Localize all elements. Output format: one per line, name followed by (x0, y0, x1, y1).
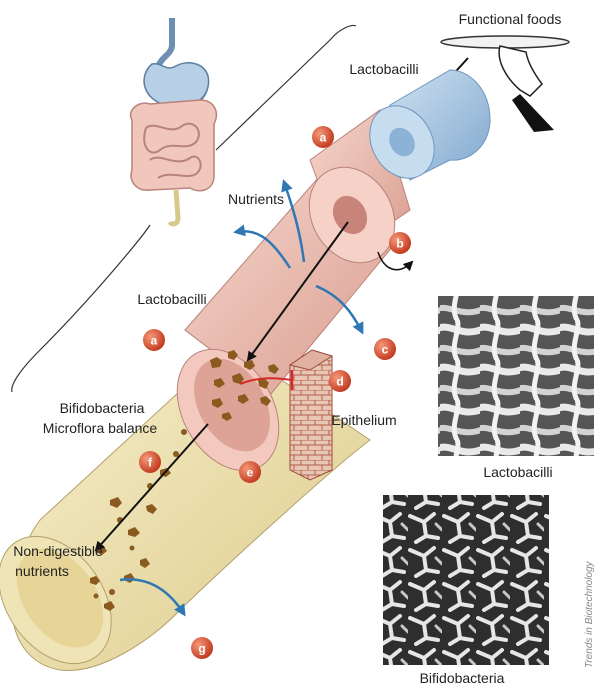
svg-text:a: a (151, 334, 158, 348)
svg-text:a: a (320, 131, 327, 145)
label-functional-foods: Functional foods (459, 11, 562, 27)
label-bifidobacteria-photo: Bifidobacteria (420, 670, 505, 686)
svg-text:g: g (198, 642, 205, 656)
badge-f: f (139, 451, 161, 473)
badge-b: b (389, 232, 411, 254)
label-lactobacilli-top: Lactobacilli (349, 61, 418, 77)
bifidobacteria-micrograph (383, 495, 549, 665)
badge-a-top: a (312, 126, 334, 148)
label-nutrients: Nutrients (228, 191, 284, 207)
label-nutrients-bottom: nutrients (15, 563, 69, 579)
label-epithelium: Epithelium (331, 412, 396, 428)
journal-credit: Trends in Biotechnology (584, 560, 595, 668)
label-lactobacilli-left: Lactobacilli (137, 291, 206, 307)
label-non-digestible: Non-digestible (13, 543, 103, 559)
badge-d: d (329, 370, 351, 392)
label-microflora-balance: Microflora balance (43, 420, 158, 436)
svg-text:d: d (336, 375, 343, 389)
lactobacilli-micrograph (438, 296, 594, 456)
badge-c: c (374, 338, 396, 360)
digestive-tract-icon (131, 18, 217, 224)
svg-text:c: c (382, 343, 389, 357)
svg-text:e: e (247, 466, 254, 480)
badge-g: g (191, 637, 213, 659)
epithelium-wall (290, 350, 332, 480)
bracket-line-lower (12, 225, 150, 392)
svg-text:b: b (396, 237, 403, 251)
bracket-line-upper (216, 26, 356, 150)
badge-e: e (239, 461, 261, 483)
label-bifidobacteria: Bifidobacteria (60, 400, 145, 416)
badge-a-left: a (143, 329, 165, 351)
label-lactobacilli-photo: Lactobacilli (483, 464, 552, 480)
